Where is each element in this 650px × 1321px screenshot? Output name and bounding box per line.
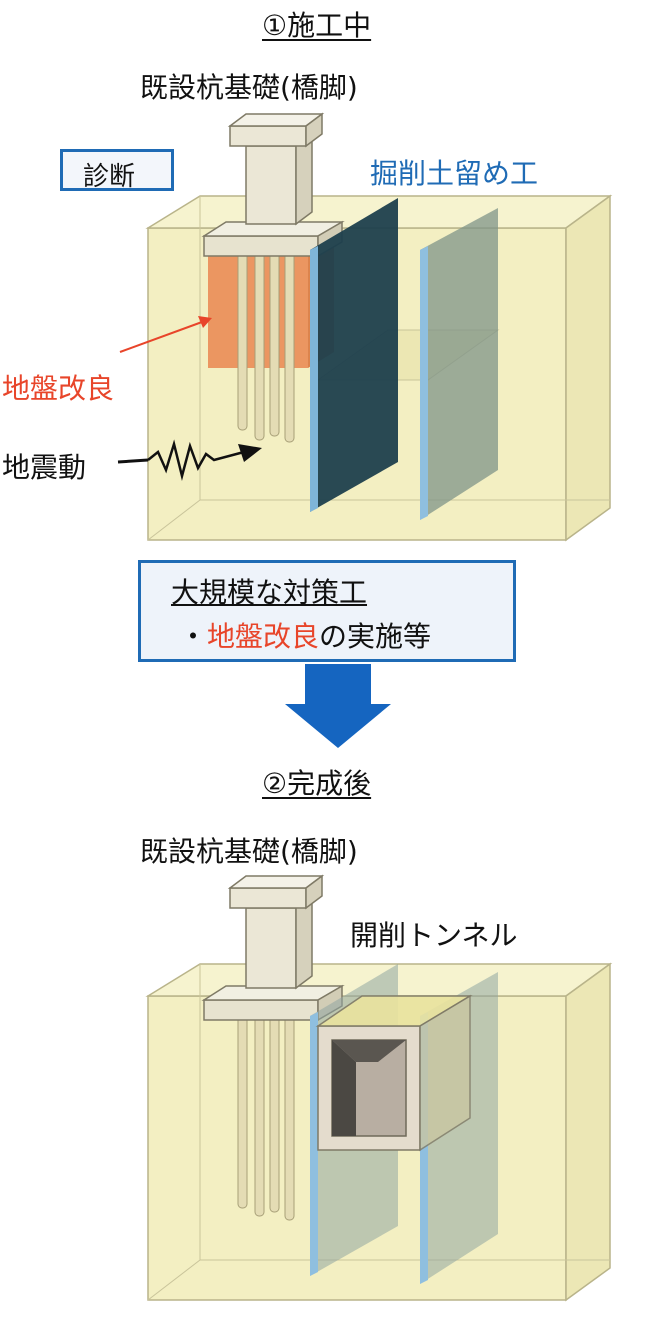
- countermeasure-line1: 大規模な対策工: [171, 576, 368, 609]
- bullet: ・: [179, 620, 208, 653]
- tunnel-box: [315, 994, 473, 1152]
- stage2-title: ②完成後: [262, 767, 372, 800]
- earthquake-wave-arrow: [117, 439, 262, 481]
- down-arrow: [285, 664, 391, 748]
- ground-side-face: [565, 194, 611, 542]
- countermeasure-suffix: の実施等: [319, 620, 432, 653]
- stage1-title: ①施工中: [262, 9, 372, 42]
- stage2-pier: [201, 874, 345, 1022]
- diagnosis-box: 診断: [60, 149, 174, 192]
- retaining-wall-label: 掘削土留め工: [370, 157, 539, 190]
- diagnosis-label: 診断: [83, 162, 136, 192]
- ground-improvement-label: 地盤改良: [2, 372, 115, 405]
- stage1-pier-label: 既設杭基礎(橋脚): [140, 71, 358, 104]
- stage1-pier: [201, 112, 345, 258]
- stage2-pier-label: 既設杭基礎(橋脚): [140, 835, 358, 868]
- countermeasure-line2: ・地盤改良の実施等: [179, 615, 431, 655]
- earthquake-label: 地震動: [2, 451, 87, 484]
- improvement-arrow: [119, 316, 212, 353]
- tunnel-label: 開削トンネル: [350, 919, 518, 952]
- stage2-piles: [237, 1015, 295, 1221]
- countermeasure-box: 大規模な対策工 ・地盤改良の実施等: [138, 560, 516, 662]
- countermeasure-highlight: 地盤改良: [207, 620, 320, 653]
- stage1-sheet-piles: [310, 198, 498, 520]
- stage1-piles: [237, 249, 295, 443]
